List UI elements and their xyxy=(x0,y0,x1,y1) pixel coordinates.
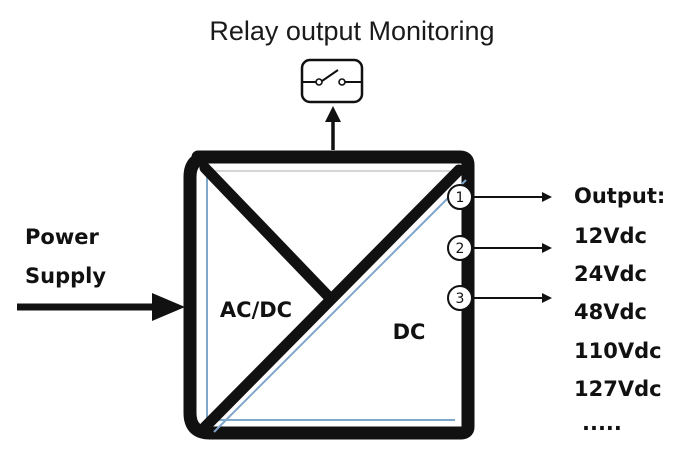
output-voltage: 48Vdc xyxy=(574,300,647,324)
diagram-title: Relay output Monitoring xyxy=(209,16,494,46)
port-number: 2 xyxy=(456,241,465,257)
converter-left-label: AC/DC xyxy=(220,298,292,322)
port-number: 3 xyxy=(456,291,465,307)
input-arrow xyxy=(17,293,185,321)
relay-arrow xyxy=(325,106,341,150)
converter-box xyxy=(183,150,475,440)
output-port-1: 1 xyxy=(447,184,473,210)
output-ellipsis: ..... xyxy=(582,411,622,435)
relay-switch-icon xyxy=(300,58,364,104)
output-voltage: 127Vdc xyxy=(574,377,662,401)
output-voltage: 12Vdc xyxy=(574,224,647,248)
output-port-2: 2 xyxy=(447,235,473,261)
output-voltage: 110Vdc xyxy=(574,339,662,363)
input-label-line2: Supply xyxy=(25,264,106,288)
output-arrows xyxy=(472,192,552,303)
output-heading: Output: xyxy=(574,184,665,208)
output-voltage: 24Vdc xyxy=(574,262,647,286)
output-port-3: 3 xyxy=(447,285,473,311)
input-label-line1: Power xyxy=(25,225,99,249)
converter-right-label: DC xyxy=(393,320,426,344)
port-number: 1 xyxy=(456,190,465,206)
